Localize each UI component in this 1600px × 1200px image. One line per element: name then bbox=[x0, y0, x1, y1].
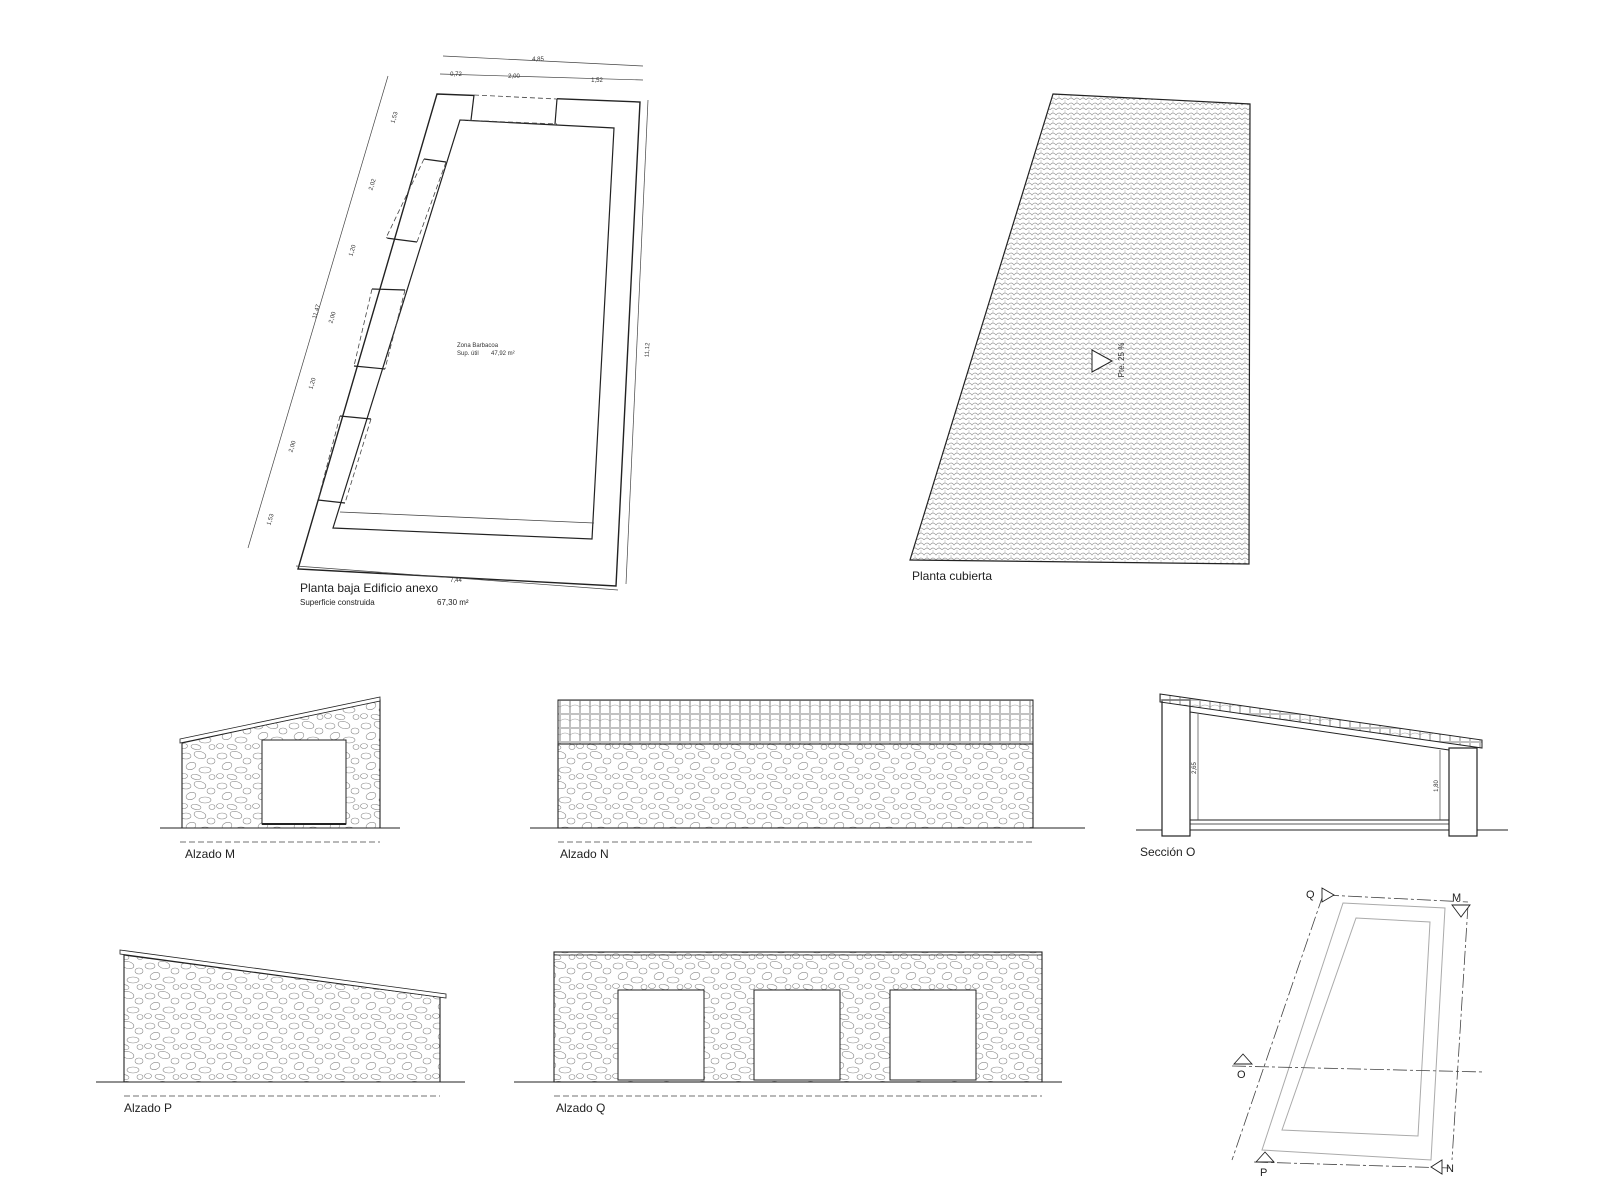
dim-left-2: 2,02 bbox=[368, 178, 377, 192]
key-label-n: N bbox=[1446, 1163, 1454, 1175]
dim-top-b: 2,00 bbox=[508, 74, 520, 80]
key-label-o: O bbox=[1237, 1069, 1246, 1081]
ground-plan-outer-wall bbox=[297, 93, 641, 587]
key-plan: Q M O P N bbox=[1231, 887, 1485, 1179]
dim-top-c: 1,52 bbox=[591, 78, 603, 84]
section-o-dim-left: 2,65 bbox=[1192, 762, 1198, 774]
elevation-q-title: Alzado Q bbox=[556, 1101, 605, 1115]
ground-plan-area-label: Superficie construida bbox=[300, 598, 375, 607]
key-m-arrow-icon bbox=[1451, 904, 1471, 918]
dim-left-3: 1,20 bbox=[348, 244, 357, 258]
roof-plan-outline bbox=[909, 93, 1251, 565]
room-name: Zona Barbacoa bbox=[457, 343, 499, 349]
dim-left-4: 2,00 bbox=[328, 311, 337, 325]
dim-bottom-total: 7,44 bbox=[450, 578, 462, 584]
elevation-q-opening-1 bbox=[617, 989, 705, 1081]
elevation-m: Alzado M bbox=[160, 696, 400, 861]
ground-plan-dimensions bbox=[247, 55, 649, 591]
room-area-value: 47,92 m² bbox=[491, 351, 515, 357]
key-n-arrow-icon bbox=[1430, 1159, 1443, 1175]
dim-top-total: 4,85 bbox=[532, 57, 544, 63]
ground-floor-plan: 4,85 0,72 2,00 1,52 1,53 2,02 1,20 2,00 … bbox=[247, 55, 652, 607]
section-o-left-wall bbox=[1161, 699, 1191, 837]
section-o: 2,65 1,80 Sección O bbox=[1136, 693, 1508, 859]
dim-left-1: 1,53 bbox=[390, 111, 399, 125]
section-o-dim-right: 1,80 bbox=[1434, 780, 1440, 792]
elevation-m-door bbox=[261, 739, 347, 825]
dim-left-6: 2,00 bbox=[288, 440, 297, 454]
key-label-m: M bbox=[1452, 892, 1461, 904]
elevation-q: Alzado Q bbox=[514, 951, 1062, 1115]
ground-plan-area-value: 67,30 m² bbox=[437, 598, 469, 607]
elevation-q-opening-2 bbox=[753, 989, 841, 1081]
section-o-title: Sección O bbox=[1140, 845, 1195, 859]
roof-plan: Pte. 25 % Planta cubierta bbox=[909, 93, 1251, 583]
key-p-arrow-icon bbox=[1254, 1151, 1276, 1163]
slope-arrow-icon bbox=[1091, 349, 1114, 373]
elevation-n-wall bbox=[557, 743, 1034, 829]
roof-plan-title: Planta cubierta bbox=[912, 569, 992, 583]
elevation-q-opening-3 bbox=[889, 989, 977, 1081]
dim-left-total: 11,47 bbox=[312, 303, 322, 319]
dim-right-total: 11,12 bbox=[645, 342, 652, 358]
elevation-p-title: Alzado P bbox=[124, 1101, 172, 1115]
dim-left-7: 1,53 bbox=[266, 513, 275, 527]
key-plan-outer bbox=[1261, 902, 1446, 1161]
elevation-p: Alzado P bbox=[96, 949, 465, 1115]
key-label-p: P bbox=[1260, 1167, 1267, 1179]
elevation-n: Alzado N bbox=[530, 699, 1085, 861]
roof-slope-label: Pte. 25 % bbox=[1117, 343, 1126, 378]
elevation-m-title: Alzado M bbox=[185, 847, 235, 861]
dim-left-5: 1,20 bbox=[308, 377, 317, 391]
key-o-arrow-icon bbox=[1232, 1053, 1254, 1065]
ground-plan-inner-wall bbox=[332, 119, 615, 540]
elevation-n-title: Alzado N bbox=[560, 847, 609, 861]
section-o-roof bbox=[1159, 693, 1483, 749]
section-o-right-wall bbox=[1448, 747, 1478, 837]
key-q-arrow-icon bbox=[1321, 887, 1335, 903]
key-plan-inner bbox=[1281, 917, 1431, 1137]
room-area-label: Sup. útil bbox=[457, 351, 479, 357]
key-label-q: Q bbox=[1306, 889, 1315, 901]
elevation-n-roof bbox=[557, 699, 1034, 745]
dim-top-a: 0,72 bbox=[450, 72, 462, 78]
ground-plan-title: Planta baja Edificio anexo bbox=[300, 581, 438, 595]
